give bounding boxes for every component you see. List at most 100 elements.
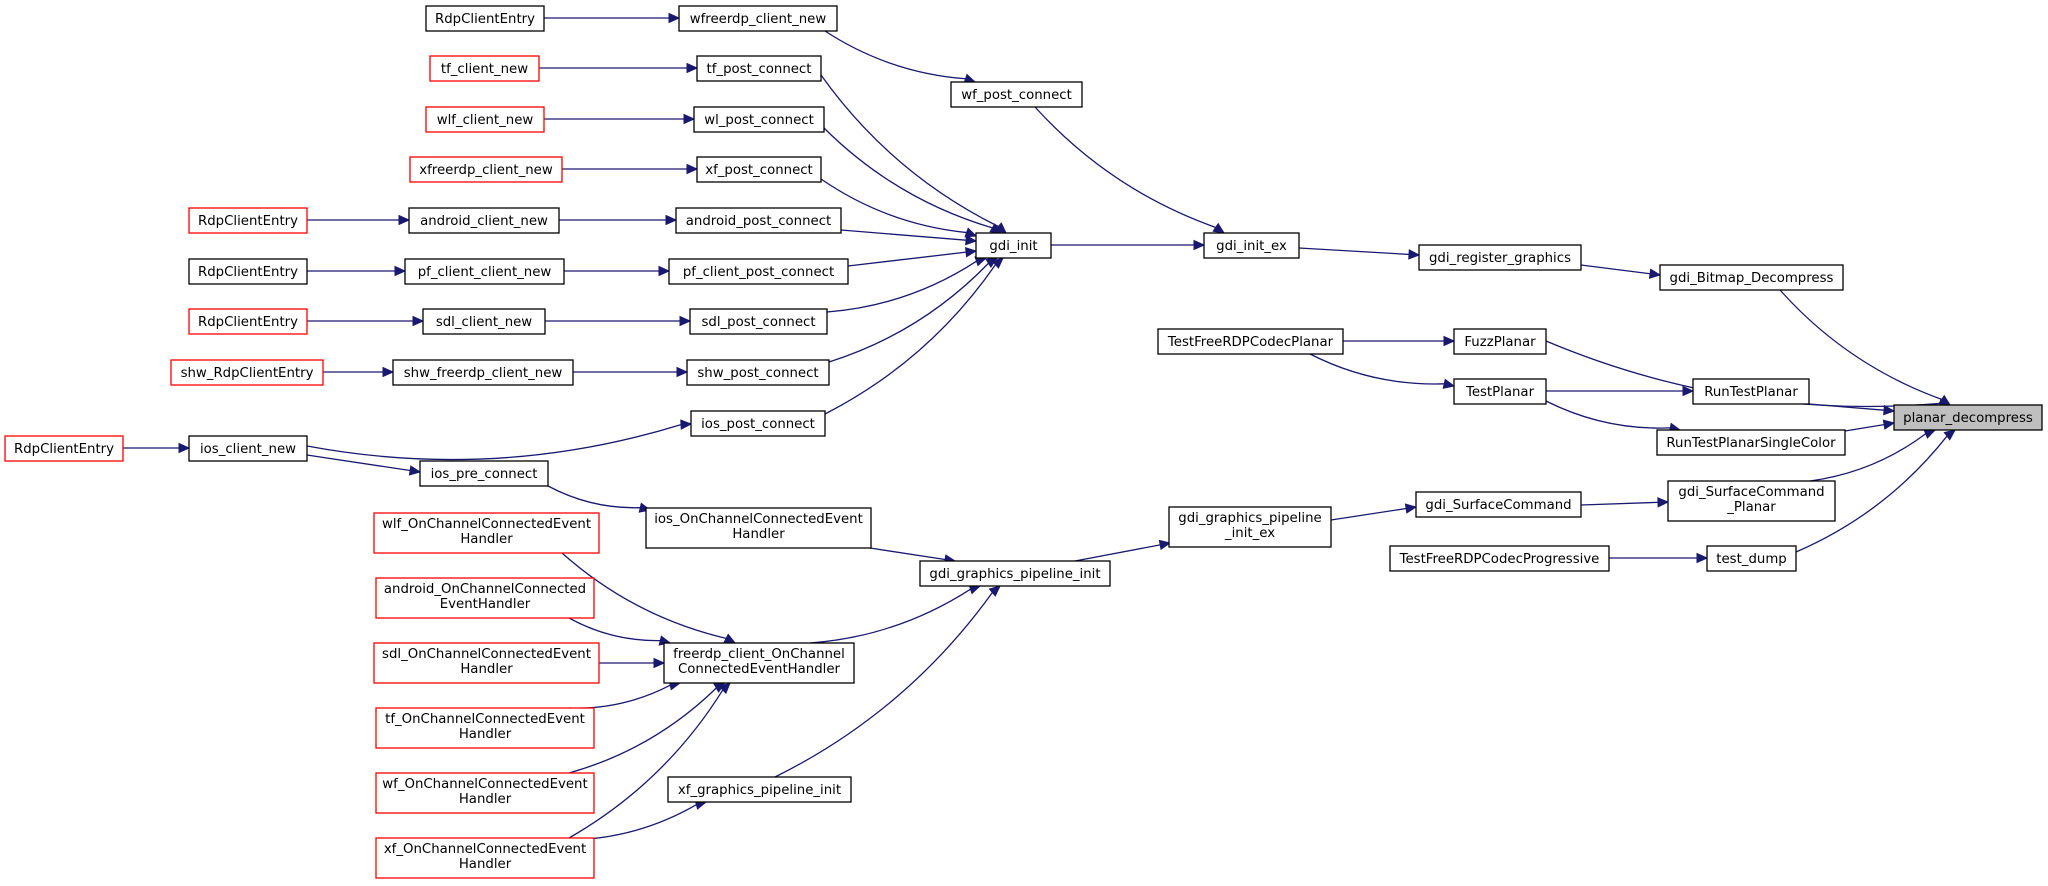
node-label: gdi_graphics_pipeline_init — [929, 567, 1100, 582]
node-box — [1389, 545, 1610, 572]
node-testfreerdpcodecprogressive[interactable]: TestFreeRDPCodecProgressive — [1389, 545, 1610, 572]
edge-line — [1298, 247, 1410, 256]
node-gdi-surfacecommand[interactable]: gdi_SurfaceCommand — [1415, 491, 1582, 518]
node-label: gdi_register_graphics — [1429, 251, 1571, 266]
edge-line — [1795, 435, 1948, 553]
arrowhead — [1442, 378, 1456, 389]
node-box — [667, 776, 852, 803]
node-label: shw_freerdp_client_new — [404, 366, 563, 381]
node-label: ios_client_new — [200, 442, 296, 457]
node-tf-post-connect[interactable]: tf_post_connect — [696, 55, 822, 82]
node-tf-client-new[interactable]: tf_client_new — [429, 55, 540, 82]
node-sdl-client-new[interactable]: sdl_client_new — [422, 308, 546, 335]
node-box — [696, 156, 822, 183]
node-wlf-client-new[interactable]: wlf_client_new — [425, 106, 545, 133]
edge-line — [568, 687, 717, 774]
node-rdpcliententry-2[interactable]: RdpClientEntry — [188, 207, 308, 234]
edge-line — [1330, 507, 1407, 521]
node-label: TestPlanar — [1465, 385, 1535, 400]
node-xf-post-connect[interactable]: xf_post_connect — [696, 156, 822, 183]
node-label: RunTestPlanar — [1704, 385, 1798, 400]
edge-line — [1779, 289, 1942, 401]
node-label: pf_client_client_new — [418, 265, 552, 280]
node-fuzzplanar[interactable]: FuzzPlanar — [1453, 328, 1547, 355]
node-box — [950, 81, 1083, 108]
edge-line — [1074, 544, 1161, 562]
node-rdpcliententry-1[interactable]: RdpClientEntry — [425, 5, 545, 32]
node-gdi-bitmap-decompress[interactable]: gdi_Bitmap_Decompress — [1659, 264, 1844, 291]
arrowhead — [679, 315, 692, 327]
call-edge — [545, 315, 692, 327]
node-android-client-new[interactable]: android_client_new — [408, 207, 560, 234]
edge-line — [1580, 501, 1659, 506]
node-wfreerdp-client-new[interactable]: wfreerdp_client_new — [678, 5, 838, 32]
node-label: gdi_SurfaceCommand — [1425, 498, 1571, 513]
node-wl-post-connect[interactable]: wl_post_connect — [693, 106, 825, 133]
node-box — [188, 435, 308, 462]
node-gdi-register-graphics[interactable]: gdi_register_graphics — [1418, 244, 1582, 271]
node-rdpcliententry-5[interactable]: RdpClientEntry — [4, 435, 124, 462]
node-box — [425, 5, 545, 32]
node-shw-post-connect[interactable]: shw_post_connect — [686, 359, 830, 386]
node-gdi-init-ex[interactable]: gdi_init_ex — [1203, 232, 1300, 259]
node-shw-freerdp-client-new[interactable]: shw_freerdp_client_new — [392, 359, 574, 386]
call-edge — [559, 214, 678, 226]
node-shw-rdpcliententry[interactable]: shw_RdpClientEntry — [170, 359, 324, 386]
node-xf-graphics-pipeline-init[interactable]: xf_graphics_pipeline_init — [667, 776, 852, 803]
node-box — [375, 837, 595, 879]
node-testplanar[interactable]: TestPlanar — [1453, 378, 1547, 405]
node-ios-client-new[interactable]: ios_client_new — [188, 435, 308, 462]
node-rdpcliententry-4[interactable]: RdpClientEntry — [188, 308, 308, 335]
node-test-dump[interactable]: test_dump — [1706, 545, 1797, 572]
node-gdi-init[interactable]: gdi_init — [975, 232, 1052, 259]
node-ios-pre-connect[interactable]: ios_pre_connect — [419, 460, 549, 487]
node-box — [690, 410, 826, 437]
node-wf-post-connect[interactable]: wf_post_connect — [950, 81, 1083, 108]
arrowhead — [964, 246, 978, 258]
node-label: Handler — [459, 727, 512, 742]
node-rdpcliententry-3[interactable]: RdpClientEntry — [188, 258, 308, 285]
node-ios-post-connect[interactable]: ios_post_connect — [690, 410, 826, 437]
edge-line — [820, 178, 967, 234]
call-edge — [568, 617, 672, 646]
node-runtestplanarsinglecolor[interactable]: RunTestPlanarSingleColor — [1656, 429, 1846, 456]
call-edge — [1609, 552, 1709, 564]
call-edge — [1546, 385, 1695, 397]
node-gdi-graphics-pipeline-init[interactable]: gdi_graphics_pipeline_init — [919, 560, 1111, 587]
node-box — [919, 560, 1111, 587]
node-box — [675, 207, 842, 234]
node-label: wlf_client_new — [437, 113, 534, 128]
node-box — [188, 258, 308, 285]
node-label: tf_OnChannelConnectedEvent — [385, 712, 585, 727]
node-gdi-surfacecommand-planar[interactable]: gdi_SurfaceCommand_Planar — [1667, 480, 1836, 522]
node-label: xf_OnChannelConnectedEvent — [384, 842, 586, 857]
node-gdi-graphics-pipeline-init-ex[interactable]: gdi_graphics_pipeline_init_ex — [1168, 506, 1332, 548]
node-box — [1706, 545, 1797, 572]
call-edge — [840, 229, 978, 246]
call-edge — [828, 257, 999, 363]
node-sdl-post-connect[interactable]: sdl_post_connect — [689, 308, 828, 335]
node-android-post-connect[interactable]: android_post_connect — [675, 207, 842, 234]
node-label: RdpClientEntry — [14, 442, 114, 457]
node-pf-client-client-new[interactable]: pf_client_client_new — [404, 258, 565, 285]
node-testfreerdpcodecplanar[interactable]: TestFreeRDPCodecPlanar — [1157, 328, 1344, 355]
node-pf-client-post-connect[interactable]: pf_client_post_connect — [668, 258, 849, 285]
node-label: RdpClientEntry — [198, 315, 298, 330]
node-freerdp-client-onchannelconnectedeventhandler[interactable]: freerdp_client_OnChannelConnectedEventHa… — [663, 642, 855, 684]
edge-line — [1034, 106, 1216, 229]
arrowhead — [1923, 429, 1937, 439]
edge-line — [568, 684, 671, 709]
node-xfreerdp-client-new[interactable]: xfreerdp_client_new — [409, 156, 563, 183]
node-planar-decompress[interactable]: planar_decompress — [1893, 404, 2043, 431]
node-label: wf_OnChannelConnectedEvent — [382, 777, 587, 792]
node-box — [170, 359, 324, 386]
node-runtestplanar[interactable]: RunTestPlanar — [1692, 378, 1810, 405]
call-edge — [1309, 353, 1456, 389]
